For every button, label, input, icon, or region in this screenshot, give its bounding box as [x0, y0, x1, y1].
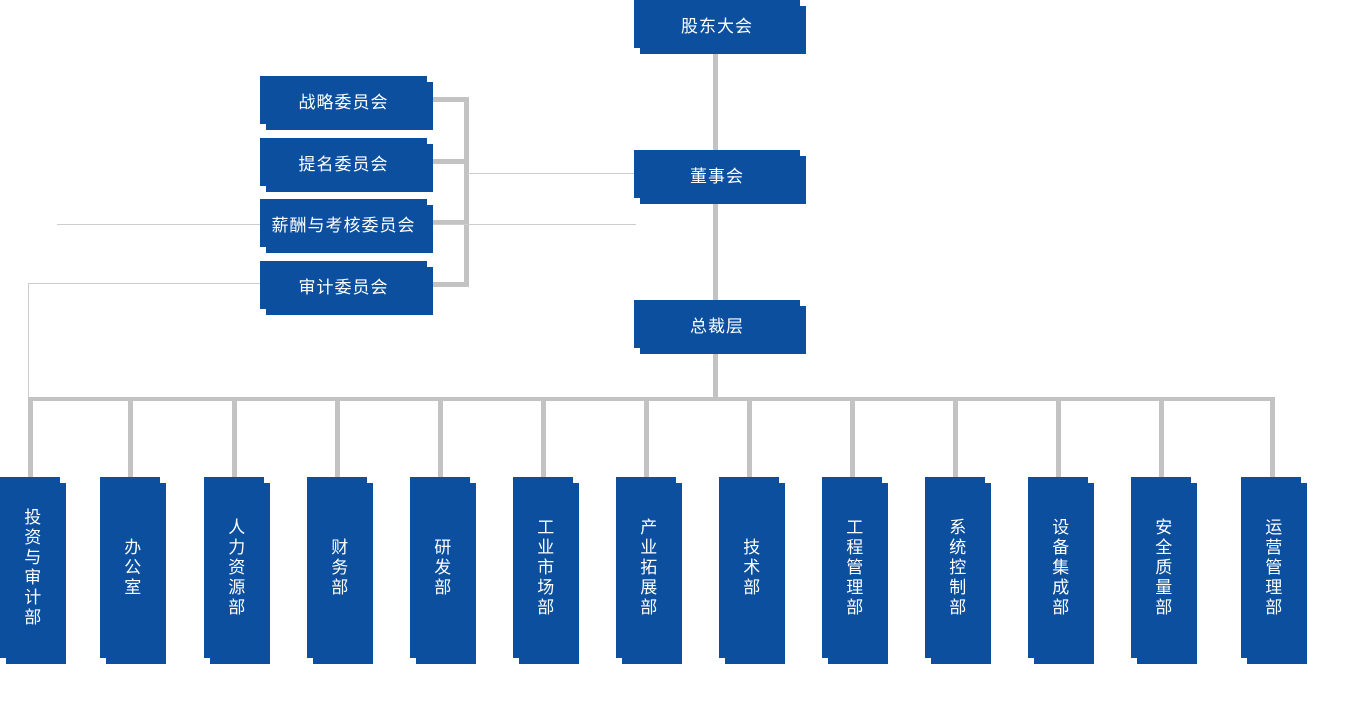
node-dept-finance-label: 财务部 [328, 537, 348, 598]
connector-drop-dept-4 [335, 399, 340, 479]
node-committee-audit[interactable]: 审计委员会 [260, 261, 433, 315]
connector-drop-dept-5 [438, 399, 443, 479]
connector-board-to-president [713, 198, 718, 300]
node-committee-strategy-label: 战略委员会 [298, 92, 389, 112]
node-dept-office[interactable]: 办公室 [100, 477, 166, 664]
connector-president-to-bus [713, 348, 718, 401]
node-dept-invest-audit-label: 投资与审计部 [21, 507, 41, 628]
node-committee-compensation[interactable]: 薪酬与考核委员会 [260, 199, 433, 253]
node-shareholders[interactable]: 股东大会 [634, 0, 806, 54]
connector-drop-dept-11 [1056, 399, 1061, 479]
connector-stub-audit [426, 282, 468, 287]
connector-drop-dept-2 [128, 399, 133, 479]
node-dept-engineering-mgmt[interactable]: 工程管理部 [822, 477, 888, 664]
connector-drop-dept-3 [232, 399, 237, 479]
connector-committee-bus [464, 97, 469, 287]
node-dept-system-control-label: 系统控制部 [946, 517, 966, 618]
node-president-label: 总裁层 [690, 316, 744, 336]
node-dept-rd[interactable]: 研发部 [410, 477, 476, 664]
connector-drop-dept-9 [850, 399, 855, 479]
node-president[interactable]: 总裁层 [634, 300, 806, 354]
connector-shareholders-to-board [713, 48, 718, 150]
node-dept-technology-label: 技术部 [740, 537, 760, 598]
connector-stub-nomination [426, 159, 468, 164]
node-dept-rd-label: 研发部 [431, 537, 451, 598]
node-dept-invest-audit[interactable]: 投资与审计部 [0, 477, 66, 664]
connector-committees-to-board [468, 173, 636, 174]
connector-drop-dept-6 [541, 399, 546, 479]
node-committee-nomination-label: 提名委员会 [298, 154, 389, 174]
node-committee-audit-label: 审计委员会 [298, 277, 389, 297]
node-board-label: 董事会 [690, 166, 744, 186]
node-dept-hr-label: 人力资源部 [225, 517, 245, 618]
node-dept-safety-quality[interactable]: 安全质量部 [1131, 477, 1197, 664]
node-shareholders-label: 股东大会 [681, 16, 753, 36]
connector-drop-dept-12 [1159, 399, 1164, 479]
connector-drop-dept-10 [953, 399, 958, 479]
node-committee-nomination[interactable]: 提名委员会 [260, 138, 433, 192]
node-dept-finance[interactable]: 财务部 [307, 477, 373, 664]
node-dept-system-control[interactable]: 系统控制部 [925, 477, 991, 664]
node-dept-industrial-market[interactable]: 工业市场部 [513, 477, 579, 664]
node-dept-safety-quality-label: 安全质量部 [1152, 517, 1172, 618]
connector-stub-strategy [426, 97, 468, 102]
node-board[interactable]: 董事会 [634, 150, 806, 204]
node-committee-compensation-label: 薪酬与考核委员会 [271, 215, 416, 235]
connector-audit-to-invest-vertical [28, 283, 29, 401]
connector-drop-dept-13 [1270, 399, 1275, 479]
connector-compensation-left-line [57, 224, 260, 225]
node-dept-industry-expand-label: 产业拓展部 [637, 517, 657, 618]
node-dept-industry-expand[interactable]: 产业拓展部 [616, 477, 682, 664]
connector-compensation-right-line [428, 224, 636, 225]
connector-drop-dept-1 [28, 399, 33, 479]
node-dept-operation-mgmt[interactable]: 运营管理部 [1241, 477, 1307, 664]
node-dept-technology[interactable]: 技术部 [719, 477, 785, 664]
node-dept-equipment-integration[interactable]: 设备集成部 [1028, 477, 1094, 664]
connector-drop-dept-8 [747, 399, 752, 479]
node-committee-strategy[interactable]: 战略委员会 [260, 76, 433, 130]
node-dept-operation-mgmt-label: 运营管理部 [1262, 517, 1282, 618]
node-dept-engineering-mgmt-label: 工程管理部 [843, 517, 863, 618]
connector-audit-to-invest-horizontal [28, 283, 260, 284]
node-dept-industrial-market-label: 工业市场部 [534, 517, 554, 618]
connector-stub-compensation [426, 220, 468, 225]
node-dept-office-label: 办公室 [121, 537, 141, 598]
connector-department-bus [28, 397, 1275, 401]
connector-drop-dept-7 [644, 399, 649, 479]
node-dept-hr[interactable]: 人力资源部 [204, 477, 270, 664]
node-dept-equipment-integration-label: 设备集成部 [1049, 517, 1069, 618]
